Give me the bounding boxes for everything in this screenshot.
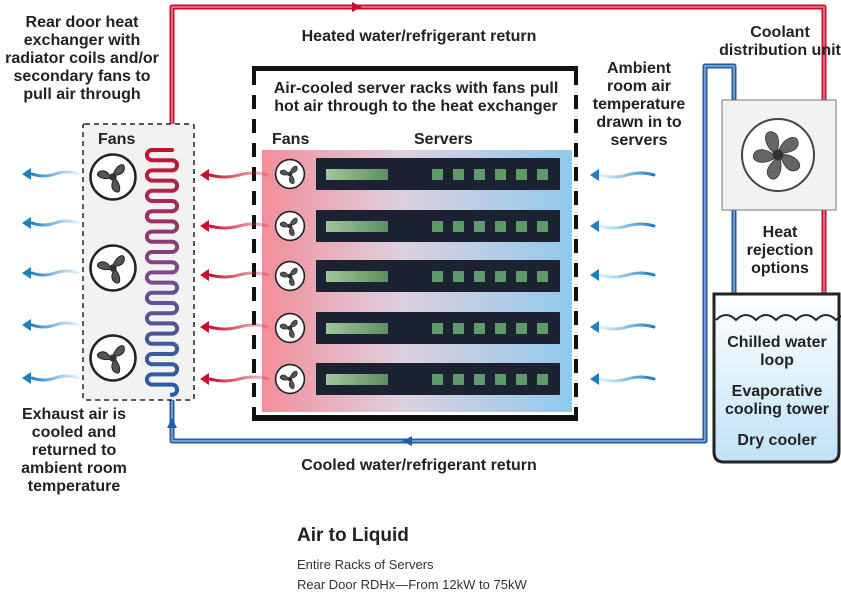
server-row (274, 210, 560, 242)
cdu-fan-icon (752, 131, 801, 180)
server-led (453, 169, 464, 180)
air-flow-arrow (590, 373, 656, 385)
air-flow-arrow (22, 319, 80, 331)
cdu-label: Coolant distribution unit (719, 24, 841, 59)
ambient-air-label: Ambient room air temperature drawn in to… (592, 60, 686, 149)
footer-line-1: Entire Racks of Servers (297, 557, 434, 572)
hx-fan-icon (89, 244, 137, 292)
rack-frame-top (252, 66, 578, 71)
server-display (326, 169, 388, 180)
server-led (495, 323, 506, 334)
rack-fan-icon (274, 363, 306, 395)
server-row (274, 260, 560, 292)
cool-pipe-arrow (402, 436, 412, 446)
server-led (516, 169, 527, 180)
server-led (474, 221, 485, 232)
server-display (326, 271, 388, 282)
server-led (432, 221, 443, 232)
heated-return-label: Heated water/refrigerant return (301, 28, 537, 45)
server-led (495, 374, 506, 385)
air-flow-arrow (200, 220, 270, 232)
server-display (326, 221, 388, 232)
rack-fan-icon (274, 210, 306, 242)
server-led (516, 221, 527, 232)
server-led (432, 374, 443, 385)
server-led (495, 221, 506, 232)
server-led (453, 271, 464, 282)
air-flow-arrow (22, 168, 80, 180)
air-flow-arrow (22, 267, 80, 279)
server-led (537, 221, 548, 232)
air-flow-arrow (590, 269, 656, 281)
footer-title: Air to Liquid (297, 525, 409, 546)
rear-door-label: Rear door heat exchanger with radiator c… (5, 14, 159, 103)
chilled-loop-label: Chilled water loop (727, 334, 827, 369)
dry-cooler-label: Dry cooler (737, 432, 817, 449)
server-racks-label: Air-cooled server racks with fans pull h… (273, 80, 559, 115)
heat-rejection-tank (712, 292, 841, 464)
server-led (453, 221, 464, 232)
air-flow-arrow (200, 373, 270, 385)
hx-fan-icon (89, 153, 137, 201)
footer-line-2: Rear Door RDHx—From 12kW to 75kW (297, 577, 527, 592)
server-row (274, 363, 560, 395)
heat-rejection-label: Heat rejection options (746, 224, 814, 277)
server-led (474, 323, 485, 334)
server-led (453, 374, 464, 385)
server-led (537, 323, 548, 334)
radiator-coil (144, 148, 180, 397)
server-led (453, 323, 464, 334)
hx-fan-icon (89, 334, 137, 382)
server-led (432, 323, 443, 334)
server-led (474, 374, 485, 385)
server-row (274, 312, 560, 344)
server-display (326, 374, 388, 385)
server-led (495, 169, 506, 180)
air-flow-arrow (200, 169, 270, 181)
server-row (274, 158, 560, 190)
exhaust-label: Exhaust air is cooled and returned to am… (21, 406, 127, 495)
evap-tower-label: Evaporative cooling tower (725, 383, 829, 418)
server-led (516, 271, 527, 282)
hot-pipe-arrow (352, 2, 362, 12)
server-led (537, 374, 548, 385)
water-surface (715, 314, 841, 322)
rack-frame-bottom (252, 415, 578, 421)
air-flow-arrow (590, 321, 656, 333)
air-flow-arrow (200, 321, 270, 333)
server-display (326, 323, 388, 334)
server-led (516, 323, 527, 334)
air-flow-arrow (22, 217, 80, 229)
server-led (537, 169, 548, 180)
server-led (432, 271, 443, 282)
rack-fan-icon (274, 158, 306, 190)
rack-fan-icon (274, 260, 306, 292)
rack-servers-label: Servers (414, 131, 473, 148)
rack-fans-label: Fans (272, 131, 310, 148)
server-led (537, 271, 548, 282)
server-led (495, 271, 506, 282)
server-led (432, 169, 443, 180)
server-led (474, 271, 485, 282)
air-flow-arrow (22, 372, 80, 384)
air-flow-arrow (590, 169, 656, 181)
hx-fans-label: Fans (98, 131, 136, 148)
server-led (516, 374, 527, 385)
air-flow-arrow (590, 220, 656, 232)
air-flow-arrow (200, 269, 270, 281)
rack-fan-icon (274, 312, 306, 344)
cooled-return-label: Cooled water/refrigerant return (301, 457, 537, 474)
server-led (474, 169, 485, 180)
